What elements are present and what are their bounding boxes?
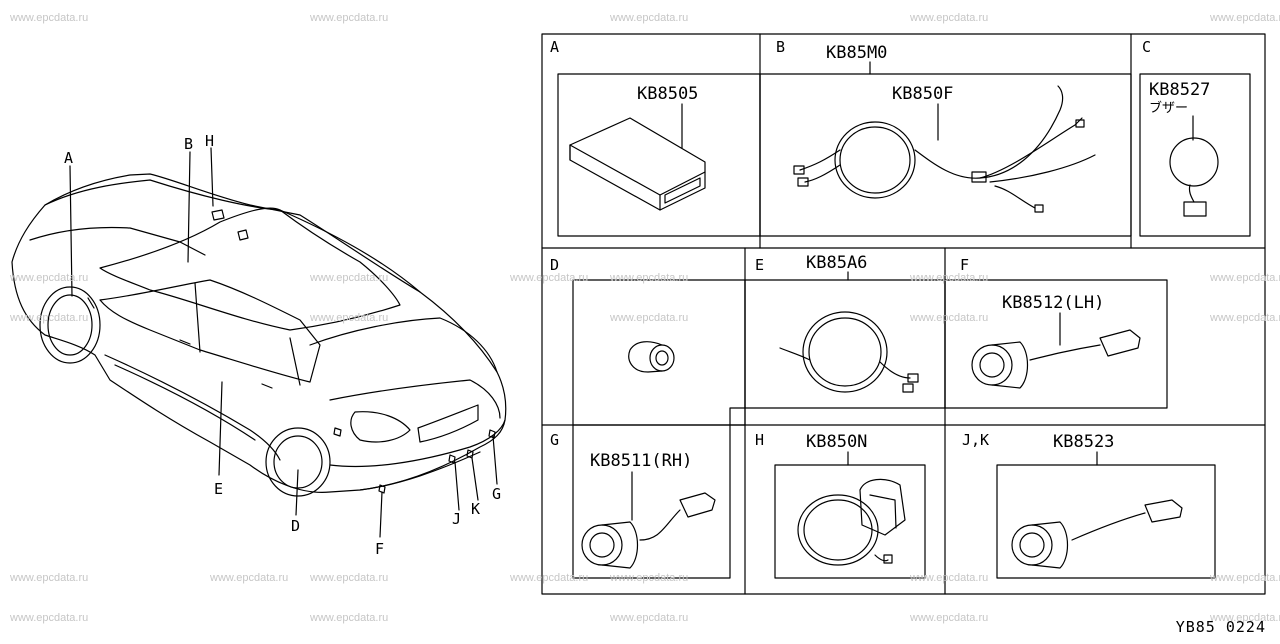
part-drawing-e: [779, 311, 919, 393]
part-drawing-jk: [1011, 499, 1183, 569]
watermark-text: www.epcdata.ru: [10, 612, 89, 624]
part-number-b: KB850F: [892, 84, 953, 104]
part-leaders: [631, 61, 1194, 521]
watermark-text: www.epcdata.ru: [910, 272, 989, 284]
part-number-h: KB850N: [806, 432, 867, 452]
part-number-e: KB85A6: [806, 253, 867, 273]
cell-label-d: D: [550, 256, 559, 274]
watermark-text: www.epcdata.ru: [610, 612, 689, 624]
watermark-text: www.epcdata.ru: [510, 572, 589, 584]
parts-grid: [541, 33, 1266, 595]
car-callout-labels: A B H E D F J K G: [64, 132, 501, 558]
callout-e: E: [214, 480, 223, 498]
watermark-text: www.epcdata.ru: [610, 572, 689, 584]
watermark-text: www.epcdata.ru: [10, 272, 89, 284]
part-note-c: ブザー: [1149, 100, 1188, 116]
cell-labels: A B C D E F G H J,K: [550, 38, 1151, 449]
watermark-text: www.epcdata.ru: [10, 12, 89, 24]
watermark-text: www.epcdata.ru: [610, 272, 689, 284]
callout-a: A: [64, 149, 73, 167]
callout-g: G: [492, 485, 501, 503]
watermark-text: www.epcdata.ru: [310, 312, 389, 324]
assembly-number-b: KB85M0: [826, 43, 887, 63]
callout-j: J: [452, 510, 461, 528]
cell-label-b: B: [776, 38, 785, 56]
callout-k: K: [471, 500, 480, 518]
watermark-text: www.epcdata.ru: [310, 272, 389, 284]
cell-label-e: E: [755, 256, 764, 274]
car-illustration: [11, 147, 507, 538]
watermark-text: www.epcdata.ru: [310, 12, 389, 24]
watermark-text: www.epcdata.ru: [510, 272, 589, 284]
watermark-text: www.epcdata.ru: [1210, 12, 1280, 24]
callout-d: D: [291, 517, 300, 535]
cell-label-f: F: [960, 256, 969, 274]
watermark-text: www.epcdata.ru: [1210, 572, 1280, 584]
part-drawing-g: [581, 492, 716, 569]
cell-label-g: G: [550, 431, 559, 449]
part-drawing-f: [971, 329, 1141, 389]
callout-f: F: [375, 540, 384, 558]
part-number-f: KB8512(LH): [1002, 293, 1104, 313]
watermark-text: www.epcdata.ru: [610, 312, 689, 324]
watermark-text: www.epcdata.ru: [10, 572, 89, 584]
part-numbers: KB8505 KB85M0 KB850F KB8527 ブザー KB85A6 K…: [590, 43, 1210, 471]
watermark-text: www.epcdata.ru: [910, 312, 989, 324]
watermark-text: www.epcdata.ru: [1210, 272, 1280, 284]
callout-b: B: [184, 135, 193, 153]
part-number-jk: KB8523: [1053, 432, 1114, 452]
part-drawing-c: [1169, 137, 1219, 217]
cell-label-a: A: [550, 38, 559, 56]
watermark-text: www.epcdata.ru: [210, 572, 289, 584]
diagram-code: YB85 0224: [1175, 618, 1266, 636]
watermark-text: www.epcdata.ru: [1210, 312, 1280, 324]
watermark-text: www.epcdata.ru: [910, 572, 989, 584]
watermark-text: www.epcdata.ru: [910, 12, 989, 24]
part-drawing-b: [793, 85, 1096, 213]
cell-label-c: C: [1142, 38, 1151, 56]
cell-label-h: H: [755, 431, 764, 449]
part-drawing-h: [797, 478, 906, 566]
callout-h: H: [205, 132, 214, 150]
watermark-text: www.epcdata.ru: [610, 12, 689, 24]
watermark-text: www.epcdata.ru: [310, 612, 389, 624]
part-drawing-a: [569, 117, 706, 211]
watermark-text: www.epcdata.ru: [10, 312, 89, 324]
watermark-text: www.epcdata.ru: [1210, 612, 1280, 624]
watermark-text: www.epcdata.ru: [310, 572, 389, 584]
cell-label-jk: J,K: [962, 431, 989, 449]
part-number-a: KB8505: [637, 84, 698, 104]
watermark-text: www.epcdata.ru: [910, 612, 989, 624]
part-number-g: KB8511(RH): [590, 451, 692, 471]
part-drawing-d: [628, 341, 675, 373]
part-number-c: KB8527: [1149, 80, 1210, 100]
